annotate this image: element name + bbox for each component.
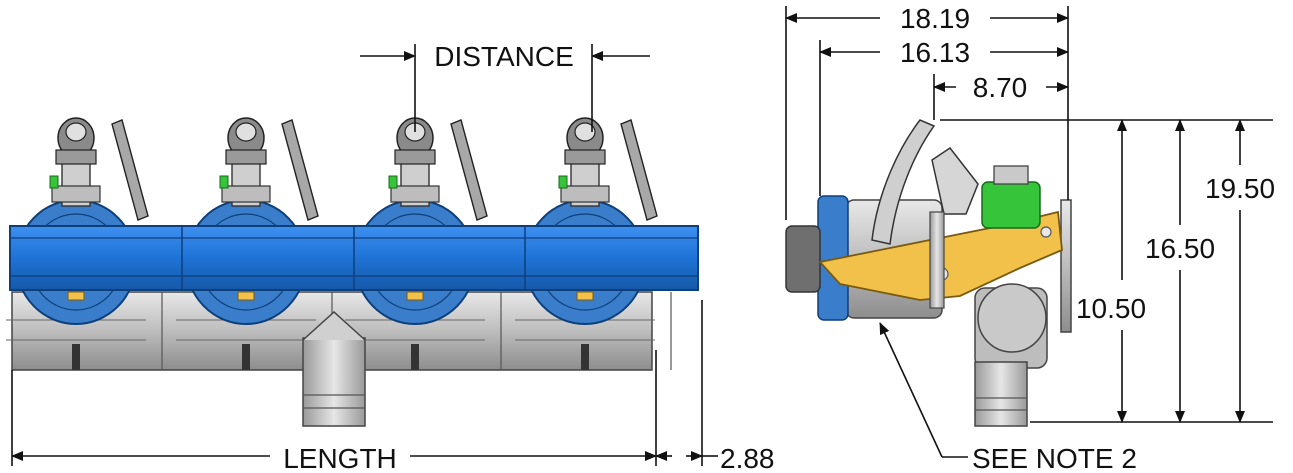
angled-fitting	[931, 146, 979, 215]
pump-disc	[977, 283, 1047, 353]
see-note-callout: SEE NOTE 2	[879, 322, 1137, 473]
length-dimension: LENGTH 2.88	[11, 300, 775, 473]
dim-height-overall: 19.50	[1205, 173, 1275, 204]
dim-width-overall: 18.19	[900, 3, 970, 34]
outlet-pipe	[302, 337, 366, 427]
lever-arm	[871, 119, 936, 245]
outlet-tee	[302, 310, 366, 341]
side-view-assembly	[785, 119, 1072, 427]
dim-width-small: 8.70	[973, 72, 1028, 103]
length-label: LENGTH	[283, 443, 397, 473]
filter-cap	[993, 165, 1029, 185]
offset-label: 2.88	[720, 443, 775, 473]
see-note-label: SEE NOTE 2	[972, 443, 1137, 473]
front-view-assembly	[6, 117, 699, 427]
width-dimensions: 18.19 16.13 8.70	[785, 3, 1069, 220]
distance-dimension: DISTANCE	[360, 41, 650, 132]
valve-handle	[281, 119, 319, 221]
valve-handle	[450, 119, 488, 221]
green-filter	[981, 181, 1041, 229]
dim-width-mid: 16.13	[900, 37, 970, 68]
height-dimensions: 10.50 16.50 19.50	[940, 119, 1275, 423]
dim-height-small: 10.50	[1076, 293, 1146, 324]
dim-height-mid: 16.50	[1145, 233, 1215, 264]
front-cap	[785, 225, 821, 293]
distance-label: DISTANCE	[434, 41, 574, 72]
rear-flange	[1060, 199, 1072, 333]
side-outlet	[974, 361, 1028, 427]
valve-handle	[111, 119, 149, 221]
valve-handle	[620, 119, 658, 221]
